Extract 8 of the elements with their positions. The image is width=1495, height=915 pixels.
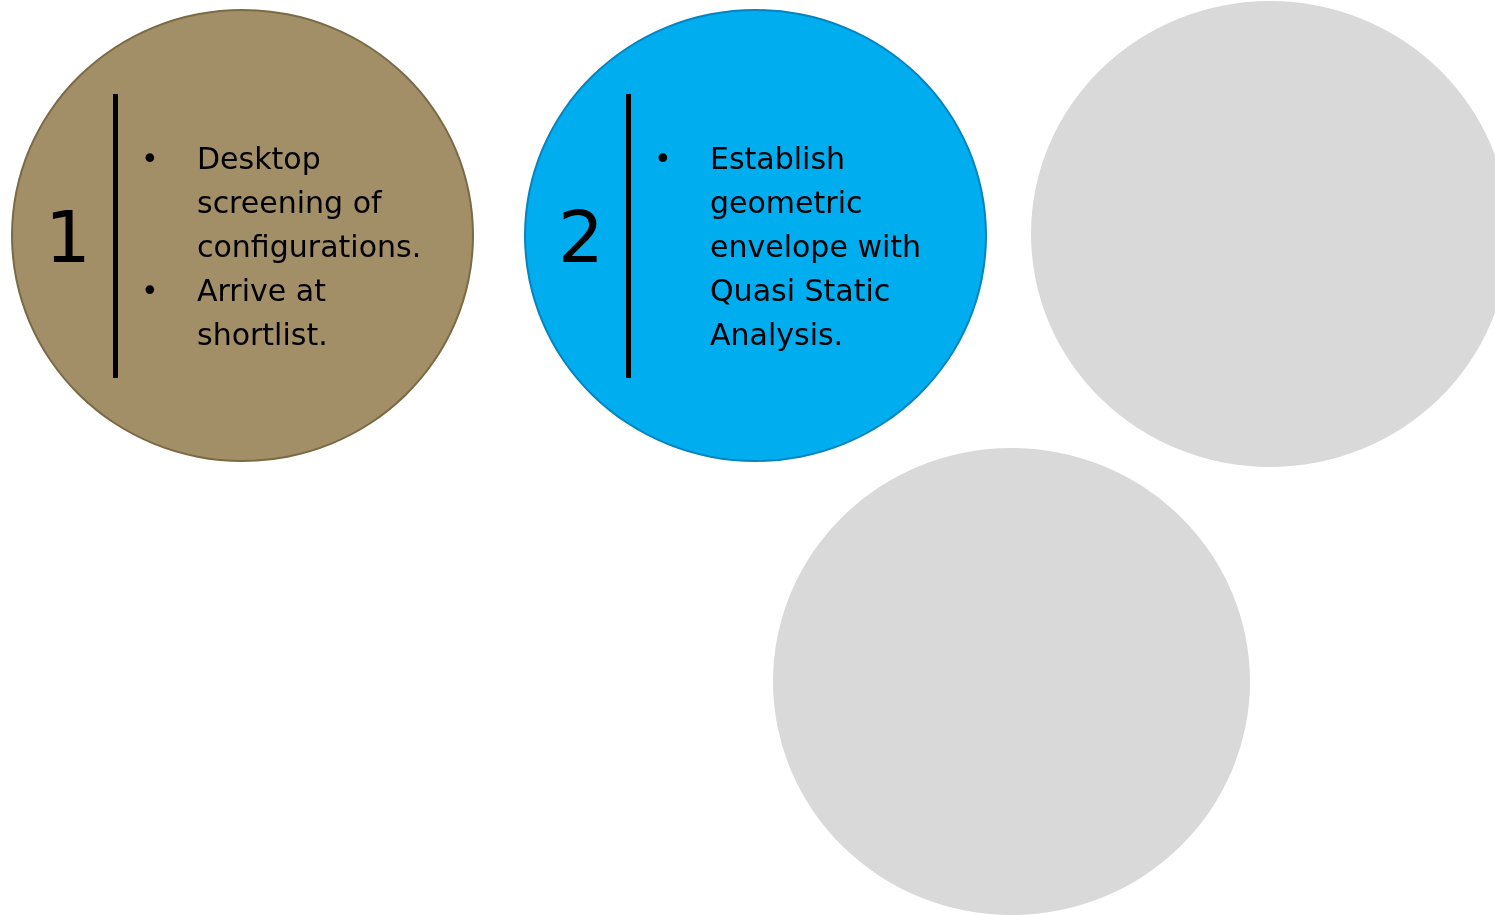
bullet-item: Establish geometric envelope with Quasi Static Analysis.: [710, 140, 923, 354]
bullet-mark: •: [654, 140, 672, 178]
step-number: 1: [45, 201, 91, 273]
bullet-mark: •: [141, 140, 159, 178]
bullet-item: Desktop screening of configurations.: [197, 140, 423, 266]
bullet-item: Arrive at shortlist.: [197, 272, 329, 354]
step-number: 2: [558, 201, 604, 273]
bullet-mark: •: [141, 272, 159, 310]
